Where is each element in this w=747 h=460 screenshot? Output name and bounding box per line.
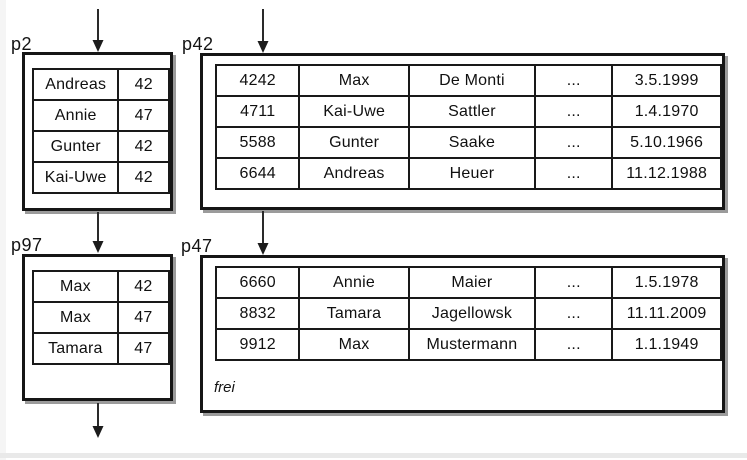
table-cell: Mustermann (407, 328, 537, 361)
table-cell: Jagellowsk (407, 297, 537, 330)
table-cell: 1.1.1949 (611, 328, 722, 361)
table-cell: Max (32, 301, 119, 334)
table-cell: Annie (31, 99, 120, 132)
table-cell: 47 (116, 332, 171, 365)
table-cell: Gunter (298, 126, 410, 159)
table-cell: Max (32, 270, 119, 303)
table-cell: 1.4.1970 (611, 95, 722, 128)
table-cell: Maier (407, 266, 537, 299)
table-cell: ... (534, 95, 614, 128)
table-cell: Max (298, 328, 410, 361)
page-label-p47: p47 (181, 236, 213, 256)
table-cell: 42 (117, 68, 170, 101)
table-cell: Kai-Uwe (31, 161, 120, 194)
table-cell: 42 (116, 270, 171, 303)
table-cell: 47 (117, 99, 170, 132)
table-cell: Gunter (31, 130, 120, 163)
table-cell: Annie (298, 266, 410, 299)
table-cell: 42 (117, 130, 170, 163)
table-cell: 11.12.1988 (611, 157, 722, 190)
page-label-p42: p42 (182, 34, 214, 54)
arrow-into-p2 (92, 9, 104, 52)
table-cell: ... (534, 266, 614, 299)
table-cell: ... (534, 157, 614, 190)
table-cell: Heuer (407, 157, 537, 190)
table-cell: 9912 (214, 328, 301, 361)
table-cell: 5588 (214, 126, 301, 159)
table-cell: 6660 (214, 266, 301, 299)
table-cell: De Monti (407, 64, 537, 97)
page-label-p2: p2 (11, 34, 33, 54)
table-cell: ... (534, 297, 614, 330)
table-cell: 8832 (214, 297, 301, 330)
arrow-p42-to-p47 (257, 211, 269, 255)
free-space-label: frei (214, 379, 235, 396)
table-cell: ... (534, 64, 614, 97)
table-cell: ... (534, 328, 614, 361)
table-cell: 42 (117, 161, 170, 194)
table-cell: Tamara (298, 297, 410, 330)
table-cell: 11.11.2009 (611, 297, 722, 330)
table-cell: 6644 (214, 157, 301, 190)
left-edge-strip (0, 0, 6, 460)
table-cell: 47 (116, 301, 171, 334)
table-cell: 1.5.1978 (611, 266, 722, 299)
table-cell: 3.5.1999 (611, 64, 722, 97)
arrow-into-p42 (257, 9, 269, 53)
table-cell: Kai-Uwe (298, 95, 410, 128)
table-cell: Andreas (31, 68, 120, 101)
table-cell: ... (534, 126, 614, 159)
table-cell: 5.10.1966 (611, 126, 722, 159)
table-cell: 4242 (214, 64, 301, 97)
arrow-out-of-p97 (92, 403, 104, 438)
table-cell: Max (298, 64, 410, 97)
table-cell: Sattler (407, 95, 537, 128)
table-cell: Saake (407, 126, 537, 159)
table-cell: Andreas (298, 157, 410, 190)
page-label-p97: p97 (11, 235, 43, 255)
bottom-edge-bar (0, 453, 747, 458)
arrow-p2-to-p97 (92, 212, 104, 253)
table-cell: 4711 (214, 95, 301, 128)
table-cell: Tamara (32, 332, 119, 365)
